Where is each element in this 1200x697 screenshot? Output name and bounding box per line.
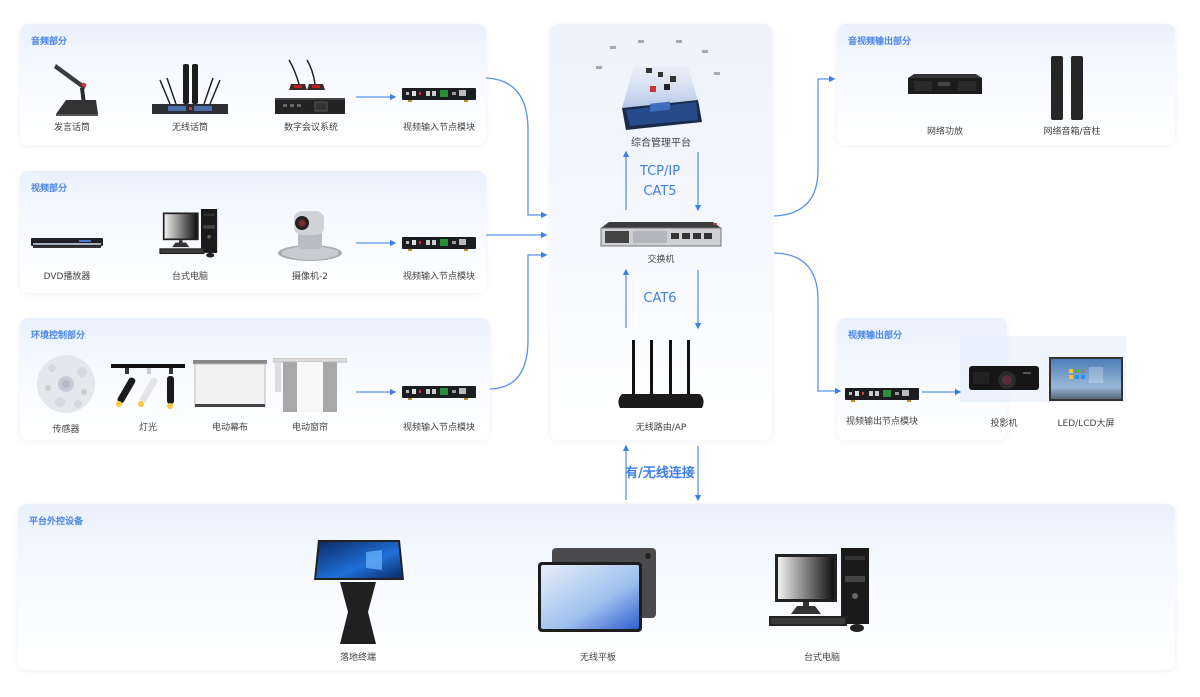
wireless-microphone-icon — [152, 64, 228, 114]
device-input-node-module: 视频输入节点模块 — [401, 86, 477, 133]
device-label: DVD播放器 — [43, 272, 91, 282]
device-label: 台式电脑 — [803, 653, 840, 663]
device-gooseneck-microphone: 发言话筒 — [42, 60, 102, 133]
device-sensor: 传感器 — [34, 354, 98, 435]
link-label-wired-wireless: 有/无线连接 — [625, 466, 695, 481]
device-kiosk-terminal: 落地终端 — [310, 540, 406, 663]
management-platform-icon — [596, 40, 720, 130]
spotlight-icon — [111, 364, 185, 409]
output-node-module-icon — [845, 386, 919, 402]
device-label: 摄像机-2 — [292, 272, 328, 282]
device-tablet: 无线平板 — [536, 548, 660, 663]
link-label-tcpip: TCP/IP — [639, 164, 681, 179]
projection-screen-icon — [193, 360, 267, 407]
environment-section-title: 环境控制部分 — [31, 331, 86, 341]
device-label: 无线路由/AP — [635, 423, 687, 433]
device-label: 灯光 — [138, 423, 157, 433]
network-amplifier-icon — [908, 74, 982, 94]
input-node-module-icon — [402, 384, 476, 400]
connector-core-to-video-output — [773, 252, 842, 395]
device-label: 无线话筒 — [171, 123, 208, 133]
desktop-computer-icon — [766, 548, 878, 638]
conference-system-icon — [275, 59, 345, 114]
tablet-icon — [538, 548, 656, 632]
av-output-section-panel: 音视频输出部分 网络功放 网络音箱/音柱 — [837, 24, 1175, 145]
device-conference-system: 数字会议系统 — [273, 58, 349, 133]
device-wireless-microphone: 无线话筒 — [150, 60, 230, 133]
device-management-platform: 综合管理平台 — [590, 38, 732, 149]
device-led-lcd-screen: LED/LCD大屏 — [1048, 357, 1124, 430]
device-network-amplifier: 网络功放 — [907, 74, 983, 137]
device-output-node-module: 视频输出节点模块 — [844, 386, 920, 430]
device-input-node-module: 视频输入节点模块 — [401, 235, 477, 282]
environment-section-panel: 环境控制部分 传感器 灯光 — [20, 318, 490, 440]
device-label: 无线平板 — [579, 653, 616, 663]
device-label: LED/LCD大屏 — [1057, 419, 1115, 429]
audio-section-title: 音频部分 — [31, 37, 68, 47]
network-switch-icon — [600, 222, 722, 247]
device-spotlight: 灯光 — [110, 362, 186, 433]
link-label-cat5: CAT5 — [643, 184, 677, 199]
device-label: 视频输入节点模块 — [402, 272, 475, 282]
input-node-module-icon — [402, 235, 476, 251]
column-speaker-icon — [1051, 56, 1083, 120]
device-label: 视频输出节点模块 — [845, 417, 918, 427]
device-desktop-computer: 台式电脑 — [150, 209, 230, 282]
device-label: 视频输入节点模块 — [402, 423, 475, 433]
connector-core-to-av-output — [773, 75, 836, 217]
desktop-computer-icon — [153, 209, 227, 261]
av-output-section-title: 音视频输出部分 — [848, 37, 912, 47]
gooseneck-microphone-icon — [54, 64, 98, 116]
device-label: 网络功放 — [926, 127, 963, 137]
device-label: 综合管理平台 — [631, 138, 691, 149]
led-lcd-screen-icon — [1049, 357, 1123, 401]
dvd-player-icon — [31, 238, 103, 248]
device-network-switch: 交换机 — [598, 220, 724, 266]
device-projection-screen: 电动幕布 — [192, 360, 268, 433]
projector-icon — [969, 366, 1039, 390]
device-label: 交换机 — [647, 255, 675, 265]
device-label: 电动幕布 — [211, 423, 248, 433]
device-label: 台式电脑 — [171, 272, 208, 282]
device-label: 发言话筒 — [53, 123, 90, 133]
external-control-section-title: 平台外控设备 — [29, 517, 84, 527]
device-column-speaker: 网络音箱/音柱 — [1037, 56, 1107, 137]
device-input-node-module: 视频输入节点模块 — [401, 384, 477, 433]
device-label: 落地终端 — [339, 653, 376, 663]
connector-audio-to-core — [485, 77, 548, 219]
ptz-camera-icon — [278, 211, 342, 261]
center-core-panel: 综合管理平台 交换机 无线路由/AP — [550, 24, 772, 440]
kiosk-terminal-icon — [314, 540, 404, 644]
wireless-router-icon — [618, 340, 704, 408]
sensor-icon — [37, 355, 95, 413]
device-dvd-player: DVD播放器 — [28, 235, 106, 282]
video-output-section-title: 视频输出部分 — [848, 331, 903, 341]
connector-env-to-core — [489, 251, 548, 390]
device-projector: 投影机 — [966, 362, 1042, 430]
device-desktop-computer-external: 台式电脑 — [766, 548, 878, 663]
device-label: 传感器 — [52, 425, 80, 435]
external-control-section-panel: 平台外控设备 落地终端 — [18, 504, 1175, 670]
curtain-icon — [272, 357, 348, 412]
device-curtain: 电动窗帘 — [272, 357, 348, 433]
input-node-module-icon — [402, 86, 476, 102]
video-section-panel: 视频部分 DVD播放器 台式电脑 摄像机-2 视频输入节点模块 — [20, 171, 486, 293]
device-ptz-camera: 摄像机-2 — [274, 207, 346, 282]
video-section-title: 视频部分 — [31, 184, 68, 194]
device-label: 投影机 — [990, 419, 1018, 429]
device-label: 视频输入节点模块 — [402, 123, 475, 133]
device-label: 电动窗帘 — [291, 423, 328, 433]
device-label: 数字会议系统 — [283, 123, 338, 133]
link-label-cat6: CAT6 — [643, 291, 677, 306]
audio-section-panel: 音频部分 发言话筒 无线话筒 — [20, 24, 486, 145]
device-wireless-router: 无线路由/AP — [612, 338, 710, 434]
device-label: 网络音箱/音柱 — [1043, 127, 1101, 137]
